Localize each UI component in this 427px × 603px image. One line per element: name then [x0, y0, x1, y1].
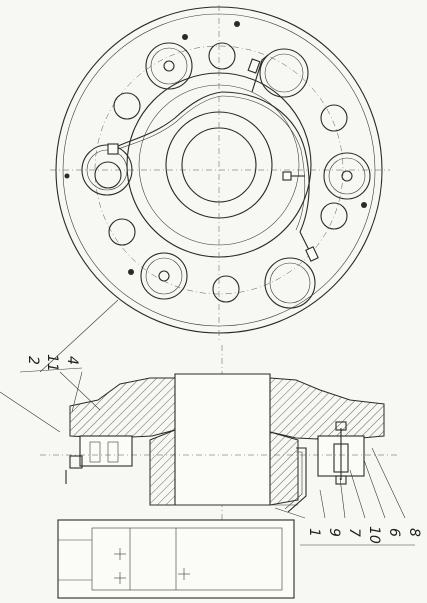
- plan-view: [50, 5, 390, 340]
- lube-pipe-left: [111, 91, 223, 151]
- cover-assembly-bottom-right: [264, 257, 316, 309]
- callout-label: 11: [44, 354, 60, 372]
- callout-label: 8: [406, 528, 422, 537]
- marker-bolt: [361, 202, 367, 208]
- bolt-circle: [94, 45, 344, 295]
- marker-bolt: [64, 173, 70, 179]
- bolt-hole: [320, 202, 348, 230]
- hub-wall-left: [149, 429, 176, 506]
- lube-pipe-right-2: [221, 95, 306, 231]
- bolt-hole: [113, 92, 141, 120]
- bolt-hole: [320, 104, 348, 132]
- pipe-fitting: [305, 246, 319, 262]
- section-lube-pipe-2: [284, 451, 303, 510]
- callout-label: 1: [306, 528, 322, 537]
- pipe-fitting: [247, 58, 261, 74]
- left-flange-section: [69, 377, 176, 439]
- lube-pipe-left-2: [109, 95, 223, 154]
- lube-pipe-top-right: [251, 54, 269, 93]
- leaders-left: [0, 299, 119, 433]
- bolt-hole: [94, 161, 122, 189]
- cover-assembly-left: [81, 144, 133, 196]
- pipe-fitting: [107, 143, 119, 155]
- bolt-hole: [212, 275, 240, 303]
- leaders-bottom: [274, 447, 415, 546]
- bolt-hole: [208, 42, 236, 70]
- right-valve-assembly: [317, 421, 365, 485]
- lube-pipe-right: [221, 91, 310, 233]
- callout-label: 10: [366, 526, 382, 544]
- base-inner: [91, 527, 283, 591]
- marker-bolt: [128, 269, 134, 275]
- cover-assembly-top-left: [145, 42, 193, 90]
- left-bearing-assembly: [65, 435, 133, 484]
- marker-bolt: [182, 34, 188, 40]
- bolt-hole: [108, 218, 136, 246]
- cover-assembly-top-right: [259, 48, 309, 98]
- section-lube-pipe: [287, 447, 307, 513]
- callout-label: 7: [346, 528, 362, 537]
- right-flange-section: [269, 377, 385, 441]
- section-view: [40, 345, 400, 600]
- callout-label: 9: [326, 528, 342, 537]
- callout-label: 6: [386, 528, 402, 537]
- callouts-left-group: 2 11 4: [25, 354, 80, 372]
- hub-body: [174, 373, 271, 506]
- cover-assembly-bottom-left: [140, 252, 188, 300]
- pipe-fitting: [282, 171, 292, 181]
- callout-label: 4: [64, 356, 80, 365]
- callout-label: 2: [25, 356, 41, 365]
- hub-wall-right: [269, 431, 299, 506]
- cover-assembly-right: [323, 152, 371, 200]
- marker-bolt: [234, 21, 240, 27]
- callouts-bottom-group: 1 9 7 10 6 8: [306, 526, 422, 544]
